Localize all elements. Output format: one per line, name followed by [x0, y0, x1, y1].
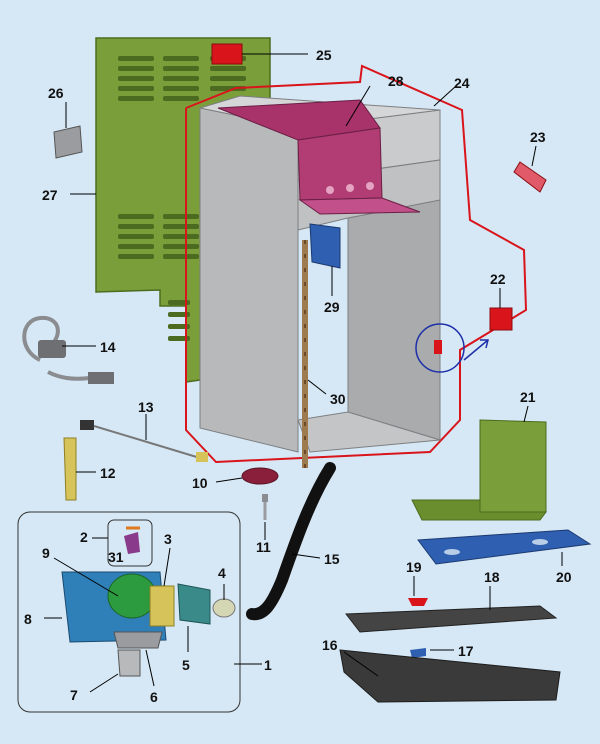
callout-7: 7: [70, 687, 78, 703]
red-knob-part: [241, 467, 279, 485]
callout-4: 4: [218, 565, 226, 581]
blue-fitting-part: [410, 648, 426, 658]
callout-27: 27: [42, 187, 58, 203]
blue-board-part: [309, 223, 341, 269]
red-outline: [185, 64, 528, 464]
callout-22: 22: [490, 271, 506, 287]
callout-29: 29: [324, 299, 340, 315]
teal-mount-part: [177, 583, 211, 625]
red-connector-part: [513, 161, 547, 193]
red-clip-part: [489, 307, 513, 331]
magenta-top-bracket: [217, 99, 421, 215]
callout-19: 19: [406, 559, 422, 575]
callout-11: 11: [256, 539, 271, 555]
callout-labels: 25 26 27 28 24 23 29 22 21 14 13 12 30 1…: [24, 47, 572, 705]
callout-23: 23: [530, 129, 546, 145]
red-valve-part: [408, 598, 428, 606]
callout-3: 3: [164, 531, 172, 547]
callout-13: 13: [138, 399, 154, 415]
pump-assembly-group: [17, 511, 241, 713]
callout-28: 28: [388, 73, 404, 89]
callout-24: 24: [454, 75, 470, 91]
callout-5: 5: [182, 657, 190, 673]
purple-valve-part: [124, 532, 140, 554]
callout-2: 2: [80, 529, 88, 545]
yellow-gasket-part: [149, 585, 175, 627]
callout-21: 21: [520, 389, 536, 405]
motor-part: [117, 649, 141, 677]
callout-31: 31: [108, 549, 124, 565]
callout-10: 10: [192, 475, 208, 491]
leader-lines: [44, 53, 563, 693]
callout-30: 30: [330, 391, 346, 407]
black-drain-hose: [246, 462, 336, 621]
callout-8: 8: [24, 611, 32, 627]
detail-arrow-icon: [463, 339, 489, 361]
callout-16: 16: [322, 637, 338, 653]
callout-25: 25: [316, 47, 332, 63]
power-cord-part: [22, 315, 91, 381]
yellow-bracket-part: [63, 437, 77, 501]
callout-9: 9: [42, 545, 50, 561]
plug-end-part: [88, 372, 114, 384]
green-fan-part: [107, 573, 157, 619]
detail-circle: [415, 323, 465, 373]
callout-20: 20: [556, 569, 572, 585]
blue-tray-part: [417, 529, 592, 565]
dark-plate-part: [345, 605, 558, 633]
ring-seal-part: [212, 598, 236, 618]
gray-bracket-part: [113, 631, 163, 649]
metal-hinge-part: [53, 125, 83, 159]
callout-12: 12: [100, 465, 116, 481]
red-latch-part: [211, 43, 243, 65]
callout-14: 14: [100, 339, 116, 355]
sensor-wire-part: [80, 420, 208, 462]
red-clip-mounted: [434, 340, 442, 354]
callout-26: 26: [48, 85, 64, 101]
callout-1: 1: [264, 657, 272, 673]
callout-17: 17: [458, 643, 474, 659]
sub-group-box: [107, 519, 153, 567]
green-l-bracket: [411, 419, 547, 521]
callout-15: 15: [324, 551, 340, 567]
dark-drip-tray: [339, 649, 561, 703]
callout-18: 18: [484, 569, 500, 585]
callout-6: 6: [150, 689, 158, 705]
plug-icon: [38, 340, 66, 358]
screw-part: [262, 494, 268, 520]
